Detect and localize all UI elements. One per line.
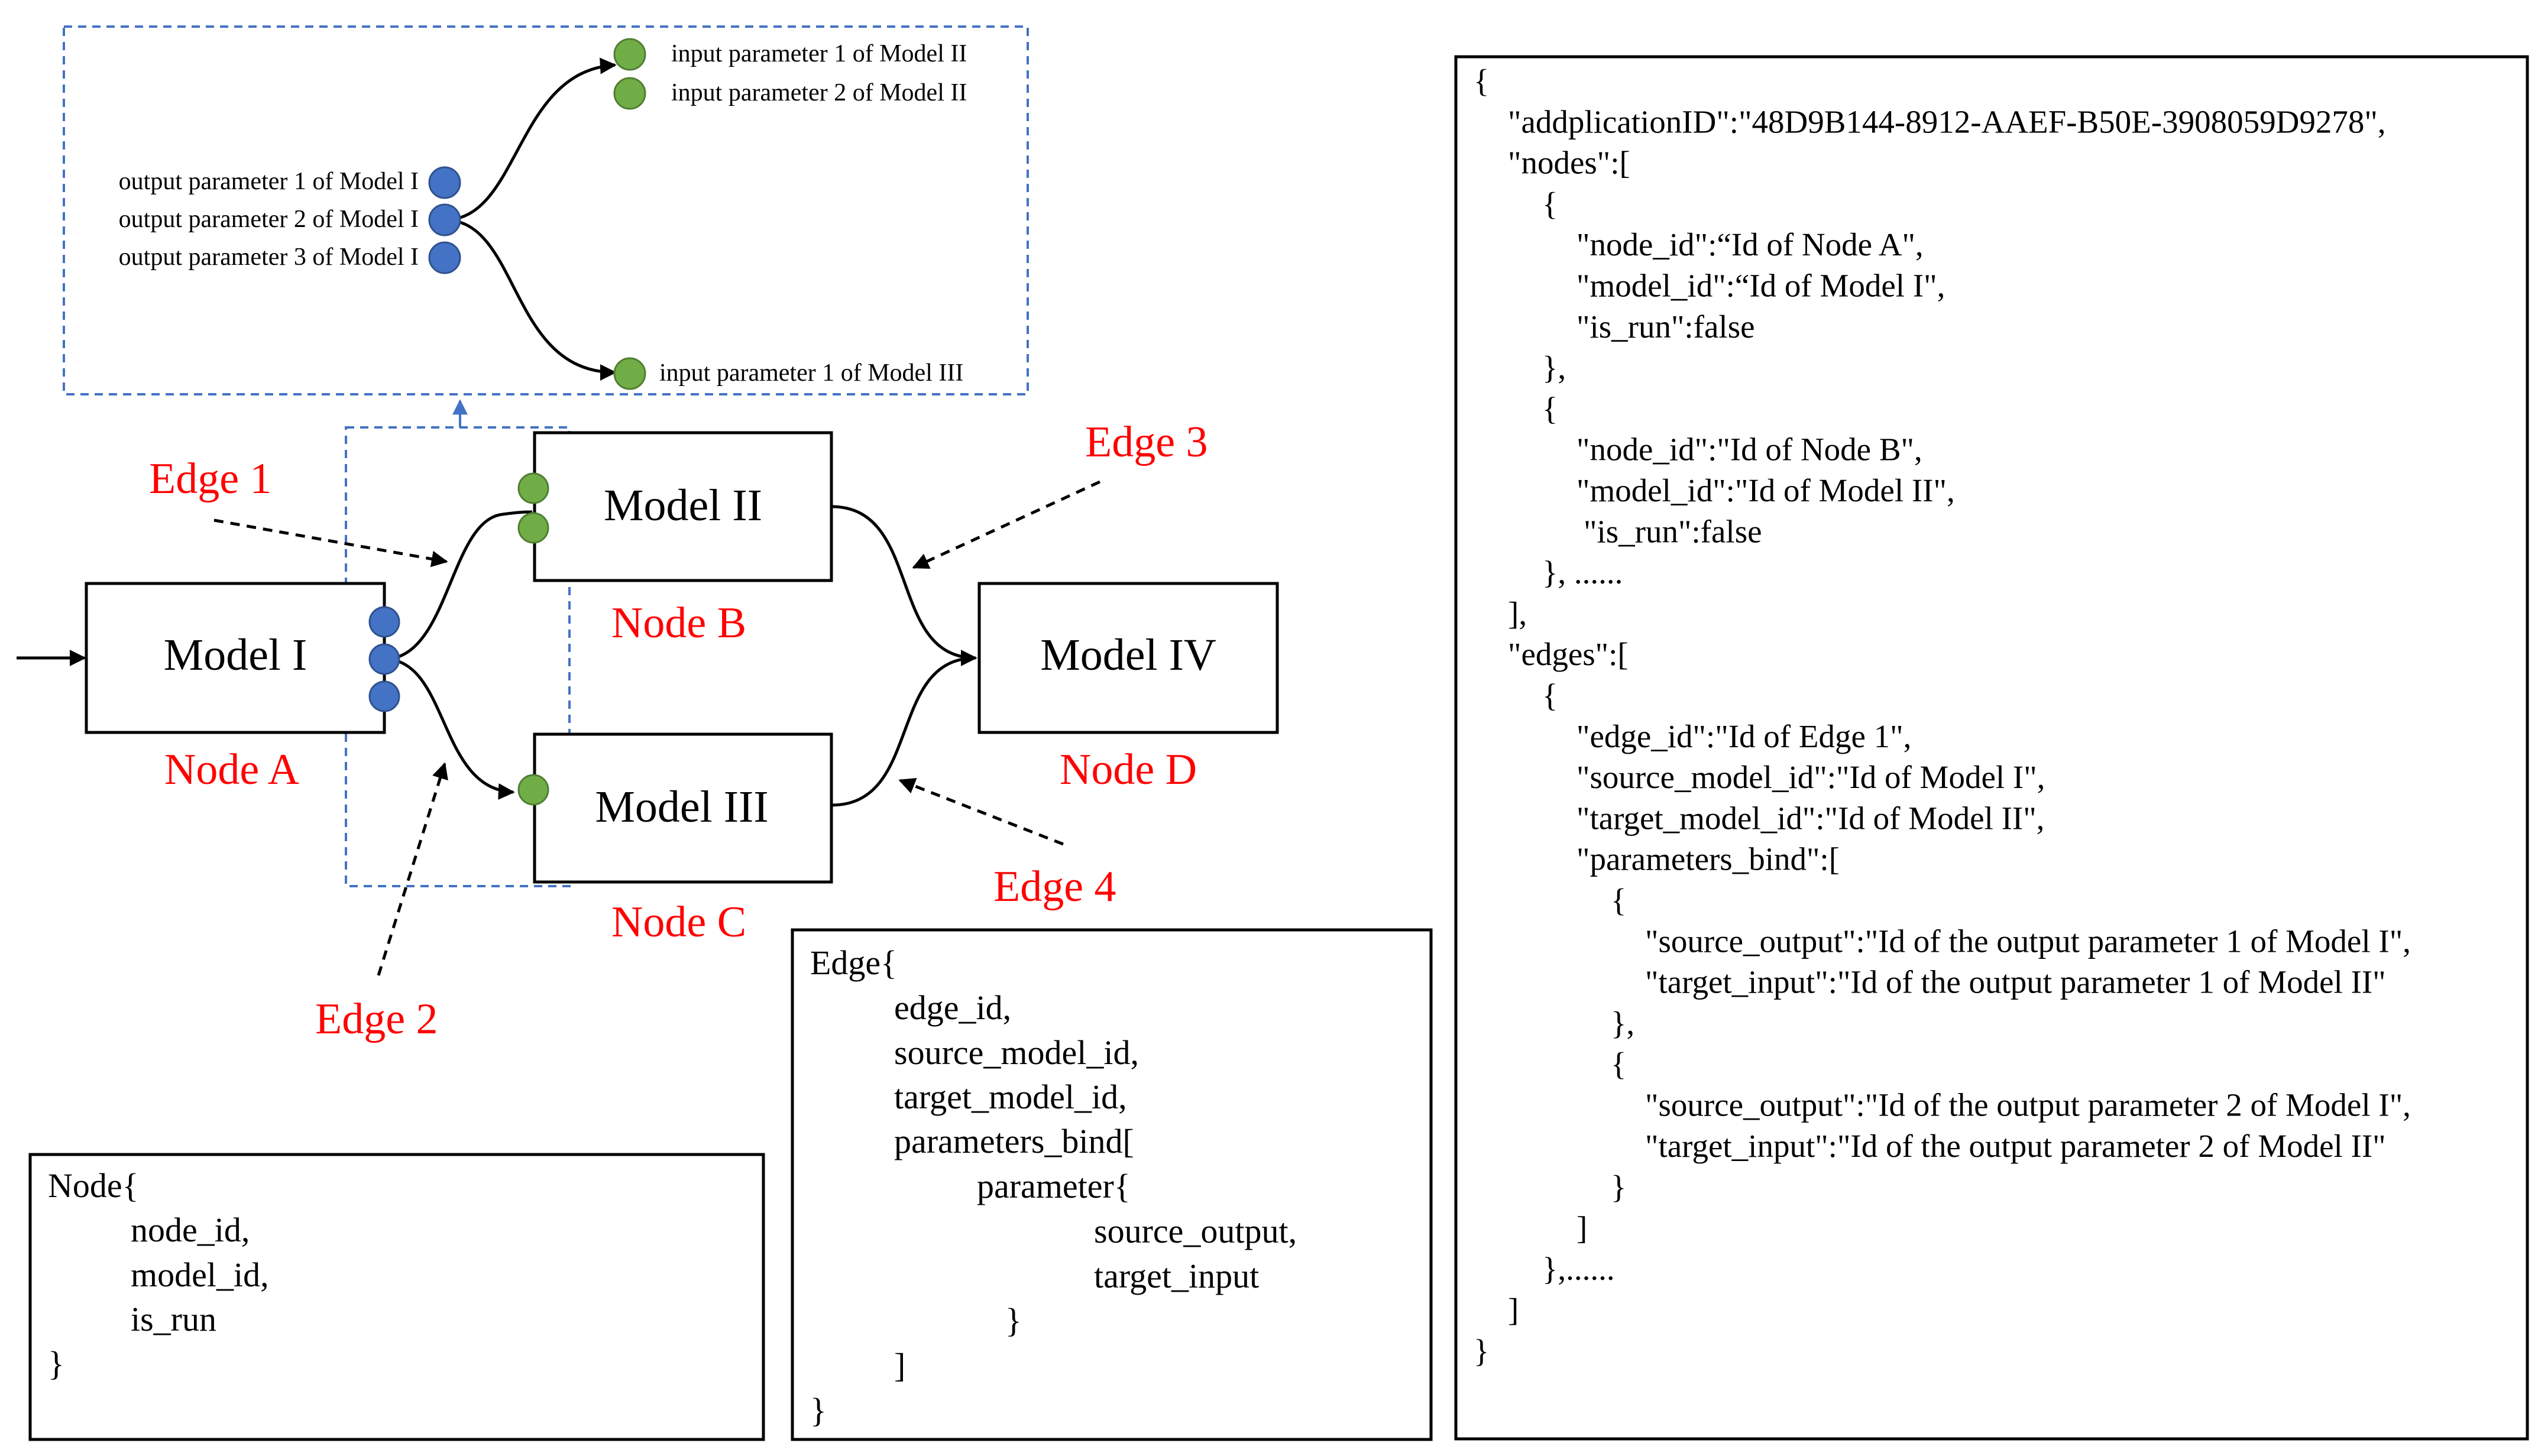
node-struct-line-0: Node{ bbox=[48, 1166, 138, 1205]
model-3-box bbox=[533, 732, 833, 884]
json-line-1: "addplicationID":"48D9B144-8912-AAEF-B50… bbox=[1508, 103, 2386, 140]
output-port-3-zoom bbox=[428, 241, 461, 274]
json-line-19: "parameters_bind":[ bbox=[1576, 841, 1840, 877]
input-param-1-model3-label: input parameter 1 of Model III bbox=[659, 359, 963, 387]
json-line-29: },...... bbox=[1542, 1251, 1615, 1287]
node-struct-line-1: node_id, bbox=[131, 1211, 250, 1249]
edge-struct-line-4: parameters_bind[ bbox=[894, 1122, 1134, 1160]
node-d-label: Node D bbox=[1060, 745, 1197, 794]
model-2-label: Model II bbox=[604, 481, 762, 530]
input-param-1-model2-label: input parameter 1 of Model II bbox=[671, 40, 967, 67]
json-line-30: ] bbox=[1508, 1292, 1519, 1328]
model-4-label: Model IV bbox=[1040, 630, 1216, 680]
edge-3-connector bbox=[831, 505, 977, 666]
edge-1-connector bbox=[384, 510, 533, 661]
model-1-output-port-2 bbox=[368, 643, 400, 675]
node-struct-box bbox=[28, 1153, 765, 1441]
json-line-20: { bbox=[1611, 882, 1626, 918]
node-struct-line-2: model_id, bbox=[131, 1256, 269, 1294]
model-1-output-port-3 bbox=[368, 680, 400, 712]
model-4-box bbox=[977, 582, 1279, 734]
json-line-5: "model_id":“Id of Model I", bbox=[1576, 268, 1945, 304]
node-struct-line-3: is_run bbox=[131, 1300, 216, 1338]
edge-4-label: Edge 4 bbox=[993, 862, 1116, 911]
edge-2-pointer bbox=[377, 762, 448, 976]
edge-struct-line-0: Edge{ bbox=[810, 943, 897, 982]
edge-struct-line-1: edge_id, bbox=[894, 988, 1011, 1027]
edge-1-pointer bbox=[213, 518, 448, 568]
json-line-14: "edges":[ bbox=[1508, 636, 1629, 672]
edge-struct-box bbox=[791, 928, 1433, 1441]
edge-2-connector bbox=[384, 657, 515, 800]
edge-2-label: Edge 2 bbox=[315, 995, 438, 1043]
edge-struct-line-5: parameter{ bbox=[977, 1167, 1131, 1205]
json-line-4: "node_id":“Id of Node A", bbox=[1576, 226, 1924, 262]
json-line-18: "target_model_id":"Id of Model II", bbox=[1576, 800, 2044, 836]
input-port-1-model3-zoom bbox=[613, 357, 646, 390]
json-line-8: { bbox=[1542, 390, 1558, 426]
output-param-1-label: output parameter 1 of Model I bbox=[119, 168, 419, 195]
json-line-25: "source_output":"Id of the output parame… bbox=[1645, 1087, 2411, 1123]
output-port-2-zoom bbox=[428, 203, 461, 236]
json-line-3: { bbox=[1542, 186, 1558, 222]
json-line-11: "is_run":false bbox=[1584, 513, 1762, 549]
json-example-lines: { "addplicationID":"48D9B144-8912-AAEF-B5… bbox=[1474, 63, 2411, 1369]
model-2-input-port-2 bbox=[517, 512, 549, 544]
json-line-15: { bbox=[1542, 677, 1558, 714]
json-line-23: }, bbox=[1611, 1005, 1634, 1041]
input-port-2-model2-zoom bbox=[613, 77, 646, 110]
json-line-6: "is_run":false bbox=[1576, 309, 1755, 345]
output-port-1-zoom bbox=[428, 166, 461, 199]
node-b-label: Node B bbox=[611, 599, 746, 647]
edge-3-pointer bbox=[912, 480, 1101, 569]
edge-struct-line-8: } bbox=[1005, 1301, 1022, 1340]
model-1-output-port-1 bbox=[368, 606, 400, 638]
node-a-label: Node A bbox=[164, 745, 299, 794]
zoom-connector-to-model3 bbox=[444, 218, 617, 381]
model-1-label: Model I bbox=[164, 630, 307, 680]
json-line-9: "node_id":"Id of Node B", bbox=[1576, 432, 1922, 468]
output-param-2-label: output parameter 2 of Model I bbox=[119, 206, 419, 233]
edge-3-label: Edge 3 bbox=[1085, 418, 1208, 466]
edge-struct-line-10: } bbox=[810, 1391, 827, 1429]
json-line-21: "source_output":"Id of the output parame… bbox=[1645, 923, 2411, 959]
json-line-2: "nodes":[ bbox=[1508, 145, 1630, 181]
edge-1-label: Edge 1 bbox=[149, 455, 272, 503]
node-c-label: Node C bbox=[611, 898, 746, 946]
json-example-box bbox=[1454, 55, 2529, 1441]
edge-struct-line-9: ] bbox=[894, 1346, 905, 1384]
edge-struct-line-2: source_model_id, bbox=[894, 1033, 1139, 1072]
json-line-27: } bbox=[1611, 1169, 1626, 1205]
node-struct-line-4: } bbox=[48, 1344, 64, 1383]
zoom-connector-to-model2 bbox=[444, 57, 617, 222]
edge-struct-line-6: source_output, bbox=[1094, 1212, 1297, 1250]
json-line-12: }, ...... bbox=[1542, 554, 1623, 591]
edge-struct-line-3: target_model_id, bbox=[894, 1078, 1127, 1116]
json-line-0: { bbox=[1474, 63, 1489, 99]
json-line-24: { bbox=[1611, 1046, 1626, 1082]
json-line-28: ] bbox=[1576, 1209, 1587, 1246]
model-1-box bbox=[85, 582, 386, 734]
edge-4-connector bbox=[831, 656, 976, 807]
model-3-label: Model III bbox=[595, 782, 768, 832]
model-3-input-port-1 bbox=[517, 774, 549, 806]
input-port-1-model2-zoom bbox=[613, 38, 646, 71]
json-line-10: "model_id":"Id of Model II", bbox=[1576, 472, 1955, 508]
json-line-17: "source_model_id":"Id of Model I", bbox=[1576, 759, 2045, 795]
json-line-22: "target_input":"Id of the output paramet… bbox=[1645, 964, 2386, 1000]
model-2-input-port-1 bbox=[517, 472, 549, 504]
edge-struct-line-7: target_input bbox=[1094, 1257, 1259, 1295]
json-line-13: ], bbox=[1508, 595, 1527, 631]
json-line-26: "target_input":"Id of the output paramet… bbox=[1645, 1128, 2386, 1164]
json-line-16: "edge_id":"Id of Edge 1", bbox=[1576, 718, 1911, 754]
json-line-7: }, bbox=[1542, 349, 1566, 385]
edge-4-pointer bbox=[898, 778, 1064, 846]
json-line-31: } bbox=[1474, 1332, 1489, 1369]
input-param-2-model2-label: input parameter 2 of Model II bbox=[671, 79, 967, 106]
output-param-3-label: output parameter 3 of Model I bbox=[119, 244, 419, 271]
